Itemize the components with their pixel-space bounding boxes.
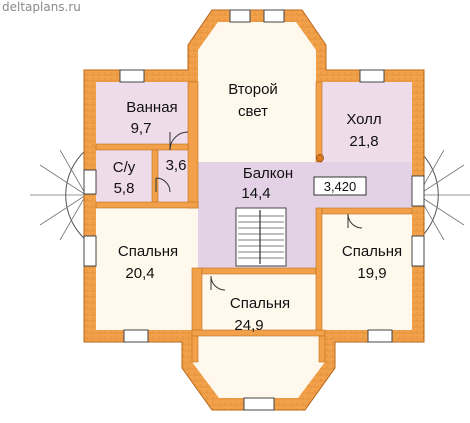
room-vtoroy-svet-name: Второй [228, 81, 278, 98]
room-holl-area: 21,8 [349, 133, 378, 150]
watermark: deltaplans.ru [2, 0, 81, 14]
dimension-label: 3,420 [324, 179, 357, 194]
room-vannaya-fill [96, 82, 188, 144]
room-small-fill [158, 150, 192, 202]
room-spalnya-right-area: 19,9 [357, 265, 386, 282]
interior-walls [95, 81, 413, 363]
window-icon [83, 9, 425, 411]
room-spalnya-right-fill [322, 214, 412, 330]
room-su-fill [96, 150, 152, 202]
room-vannaya-name: Ванная [126, 99, 177, 116]
room-spalnya-bottom-area: 24,9 [234, 317, 263, 334]
room-spalnya-left-fill [96, 208, 192, 330]
room-spalnya-right-name: Спальня [342, 243, 402, 260]
room-labels: Ванная 9,7С/у 5,8 3,6 Второй свет Холл 21,8Балк… [113, 81, 402, 334]
room-vannaya-area: 9,7 [131, 120, 152, 137]
room-su-name: С/у [113, 159, 136, 176]
spiral-stair-left-icon [30, 148, 87, 242]
room-su-area: 5,8 [114, 180, 135, 197]
dimension-box: 3,420 [313, 176, 367, 196]
room-balkon-area: 14,4 [241, 185, 270, 202]
room-holl-name: Холл [346, 111, 381, 128]
room-vtoroy-svet-name-line2: свет [238, 103, 268, 120]
room-holl-fill [316, 82, 412, 162]
room-spalnya-bottom-name: Спальня [230, 295, 290, 312]
column-dot-icon [316, 154, 324, 162]
room-spalnya-left-area: 20,4 [125, 265, 154, 282]
spiral-stair-right-icon [417, 148, 470, 242]
room-small-area: 3,6 [166, 157, 187, 174]
door-swing-icon [155, 131, 363, 291]
staircase-icon [235, 207, 287, 267]
room-balkon-name: Балкон [243, 165, 293, 182]
room-spalnya-left-name: Спальня [118, 243, 178, 260]
